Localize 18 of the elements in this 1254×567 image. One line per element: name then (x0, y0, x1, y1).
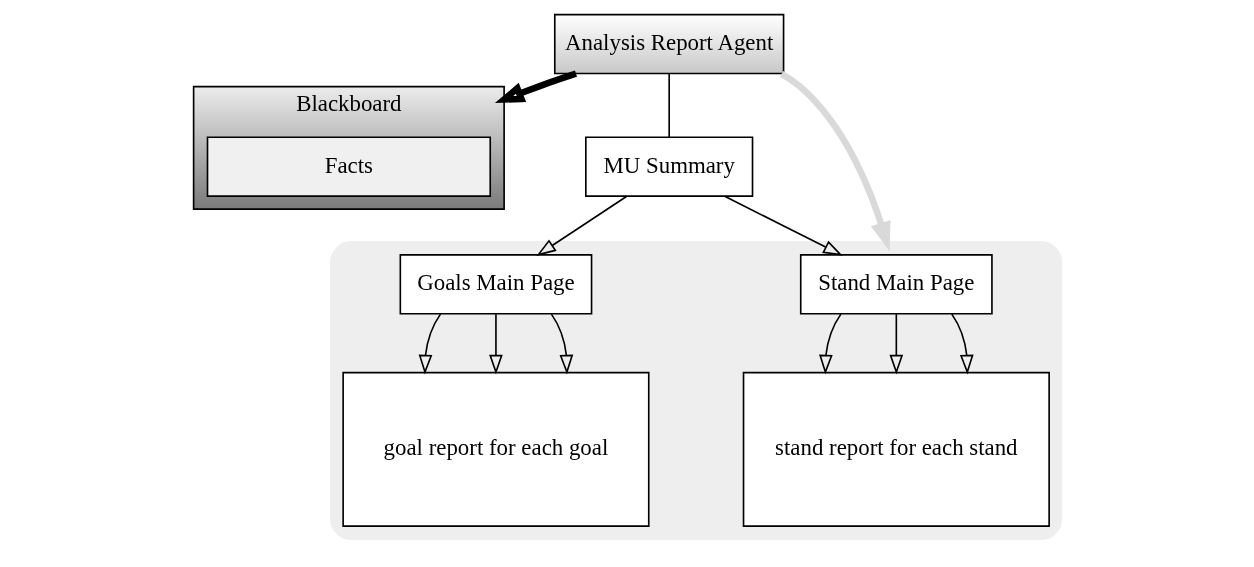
arrow (779, 71, 891, 252)
arrow (818, 313, 842, 375)
node-box: Facts (206, 136, 491, 197)
arrow (723, 195, 843, 256)
node-box: Stand Main Page (799, 254, 993, 315)
arrow (494, 70, 577, 103)
node-box: MU Summary (584, 136, 753, 197)
arrow (950, 313, 974, 375)
node-box: stand report for each stand (742, 371, 1050, 527)
connector (667, 73, 670, 138)
node-box: Analysis Report Agent (553, 13, 784, 75)
arrow (418, 313, 441, 375)
node-box: goal report for each goal (341, 371, 650, 527)
arrow (888, 313, 903, 375)
arrow (550, 313, 573, 375)
arrow (535, 195, 628, 256)
node-box: Goals Main Page (399, 254, 592, 315)
arrow (488, 313, 503, 375)
